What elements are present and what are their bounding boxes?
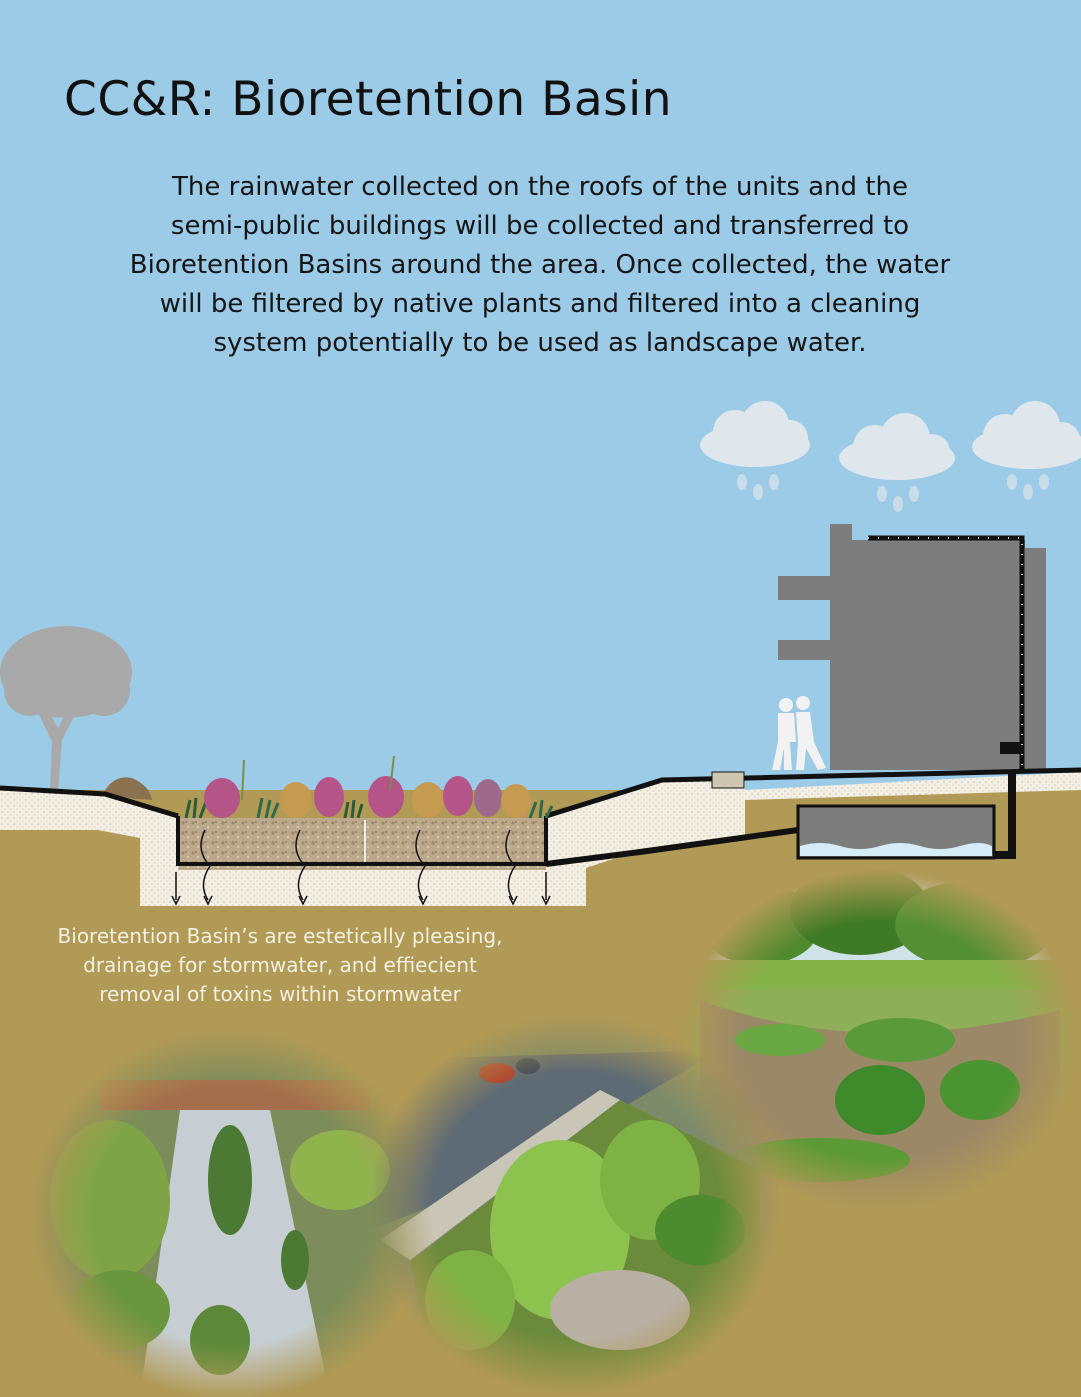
cloud-icon bbox=[839, 413, 955, 480]
description-line: system potentially to be used as landsca… bbox=[213, 328, 867, 358]
downpipe-cap bbox=[1000, 742, 1020, 754]
downpipe-icon bbox=[994, 772, 1016, 859]
rain-drop-icon bbox=[1007, 474, 1049, 500]
description-line: Bioretention Basins around the area. Onc… bbox=[129, 250, 951, 280]
description-line: semi-public buildings will be collected … bbox=[170, 211, 910, 241]
roof-gutter-dots bbox=[868, 537, 1023, 772]
gravel-filter-media bbox=[178, 818, 546, 870]
rain-drop-icon bbox=[737, 474, 779, 500]
building bbox=[778, 524, 1046, 770]
surface-line bbox=[0, 785, 179, 819]
caption-paragraph: Bioretention Basin’s are estetically ple… bbox=[20, 922, 540, 1009]
tree-icon bbox=[0, 626, 132, 792]
basin-outline bbox=[176, 816, 548, 866]
soil-cross-section bbox=[0, 772, 1081, 906]
caption-line: Bioretention Basin’s are estetically ple… bbox=[57, 924, 503, 948]
infiltration-arrow-icon bbox=[171, 829, 551, 906]
transfer-pipe bbox=[545, 827, 799, 867]
cloud-icon bbox=[972, 401, 1081, 469]
description-line: The rainwater collected on the roofs of … bbox=[172, 172, 908, 202]
cloud-icon bbox=[700, 401, 810, 467]
pedestrian-icon bbox=[772, 696, 826, 770]
cistern-water bbox=[800, 843, 992, 856]
caption-line: removal of toxins within stormwater bbox=[99, 982, 461, 1006]
curb-inlet bbox=[711, 771, 745, 789]
description-line: will be filtered by native plants and fi… bbox=[159, 289, 921, 319]
native-plant-icon bbox=[184, 755, 554, 819]
bioswale-channel-photo bbox=[30, 1030, 430, 1397]
surface-line bbox=[545, 767, 1081, 819]
caption-line: drainage for stormwater, and effiecient bbox=[83, 953, 477, 977]
street-bioswale-photo bbox=[370, 1015, 780, 1397]
page-title: CC&R: Bioretention Basin bbox=[64, 72, 673, 127]
description-paragraph: The rainwater collected on the roofs of … bbox=[100, 168, 980, 363]
rain-drop-icon bbox=[877, 486, 919, 512]
